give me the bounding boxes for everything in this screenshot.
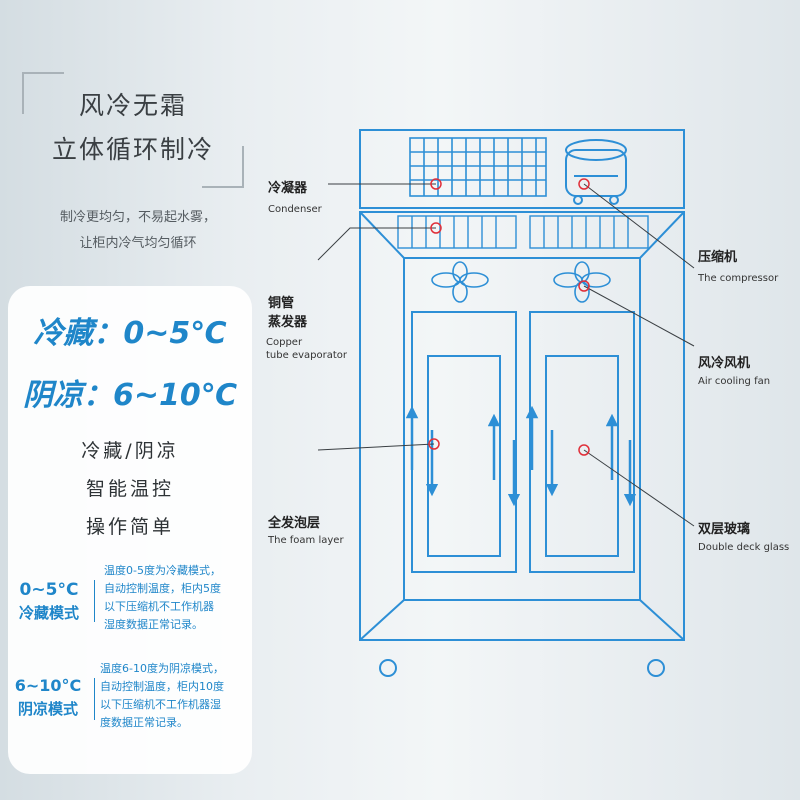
divider — [94, 580, 95, 622]
foam-label: 全发泡层 — [268, 516, 321, 531]
compressor-label: 压缩机 — [698, 250, 738, 265]
fan-label: 风冷风机 — [698, 356, 751, 371]
marker-dot — [578, 178, 590, 190]
subtext-line-2: 让柜内冷气均匀循环 — [79, 236, 197, 251]
cabinet-top-perspective — [359, 211, 685, 259]
mode1-desc-line: 湿度数据正常记录。 — [104, 618, 203, 631]
condenser-grid — [409, 137, 547, 197]
subtext-line-1: 制冷更均匀，不易起水雾， — [59, 210, 216, 225]
foam-label-en: The foam layer — [268, 535, 344, 546]
mode1-name: 冷藏模式 — [18, 604, 79, 622]
leader-line — [583, 183, 695, 269]
right-door-glass — [545, 355, 619, 557]
feature-item: 操作简单 — [85, 516, 174, 538]
mode2-desc-line: 度数据正常记录。 — [100, 716, 188, 729]
headline-line-1: 风冷无霜 — [78, 91, 187, 120]
marker-dot — [578, 444, 590, 456]
compressor-shape — [565, 139, 627, 205]
cold-mode-title: 冷藏：0~5℃ — [33, 316, 227, 351]
glass-label: 双层玻璃 — [698, 522, 751, 537]
divider — [94, 678, 95, 720]
feature-item: 冷藏/阴凉 — [81, 440, 179, 462]
corner-decoration — [22, 72, 64, 114]
compressor-label-en: The compressor — [698, 273, 779, 284]
mode1-desc-line: 温度0-5度为冷藏模式， — [104, 564, 221, 577]
leader-line — [317, 227, 436, 261]
mode2-name: 阴凉模式 — [17, 700, 78, 718]
wheel — [379, 659, 397, 677]
right-door-frame — [529, 311, 635, 573]
leader-line — [583, 449, 695, 527]
marker-dot — [428, 438, 440, 450]
mode2-desc-line: 自动控制温度，柜内10度 — [100, 680, 224, 693]
wheel — [647, 659, 665, 677]
mode1-desc: 温度0-5度为冷藏模式， 自动控制温度，柜内5度 以下压缩机不工作机器 湿度数据… — [104, 562, 254, 634]
evaporator-label-2: 蒸发器 — [268, 315, 308, 330]
evaporator-label-en-1: Copper — [266, 337, 303, 348]
cool-mode-title: 阴凉：6~10℃ — [22, 378, 238, 413]
evaporator-grid — [397, 215, 649, 249]
mode2-temp: 6~10°C — [14, 676, 82, 695]
leader-line — [317, 443, 435, 451]
fan-label-en: Air cooling fan — [698, 376, 771, 387]
feature-item: 智能温控 — [85, 478, 174, 500]
headline-line-2: 立体循环制冷 — [51, 135, 214, 164]
marker-dot — [430, 178, 442, 190]
top-compartment — [359, 129, 685, 209]
mode2-desc: 温度6-10度为阴凉模式， 自动控制温度，柜内10度 以下压缩机不工作机器湿 度… — [100, 660, 252, 732]
cabinet-body — [359, 211, 685, 641]
mode-card: 冷藏：0~5℃ 阴凉：6~10℃ 冷藏/阴凉 智能温控 操作简单 0~5°C 冷… — [8, 286, 252, 774]
left-door-glass — [427, 355, 501, 557]
glass-label-en: Double deck glass — [698, 542, 790, 553]
cabinet-bottom-perspective — [359, 599, 685, 641]
mode2-desc-line: 以下压缩机不工作机器湿 — [100, 698, 221, 711]
evaporator-label-en-2: tube evaporator — [266, 350, 347, 361]
leader-line — [583, 285, 695, 347]
fan-left — [431, 261, 489, 303]
marker-dot — [578, 280, 590, 292]
cabinet-inner-back — [403, 258, 641, 601]
headline-box: 风冷无霜 立体循环制冷 — [22, 72, 244, 188]
mode1-desc-line: 以下压缩机不工作机器 — [104, 600, 214, 613]
mode1-temp: 0~5°C — [19, 580, 79, 600]
marker-dot — [430, 222, 442, 234]
condenser-label-en: Condenser — [268, 204, 322, 215]
evaporator-label-1: 铜管 — [268, 296, 295, 311]
condenser-label: 冷凝器 — [268, 181, 308, 196]
mode1-desc-line: 自动控制温度，柜内5度 — [104, 582, 221, 595]
mode2-desc-line: 温度6-10度为阴凉模式， — [100, 662, 224, 675]
corner-decoration — [202, 146, 244, 188]
